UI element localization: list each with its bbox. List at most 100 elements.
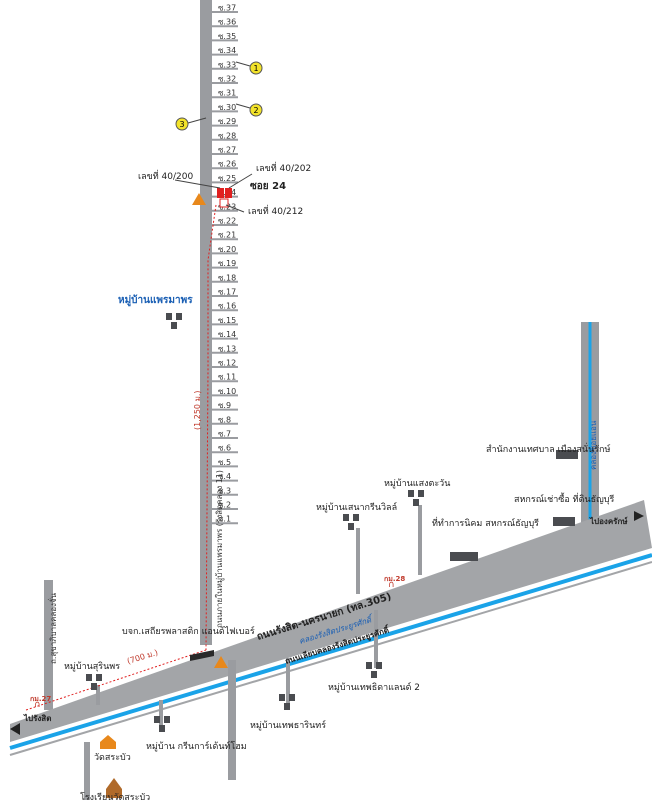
junction-icon: [214, 656, 228, 668]
svg-text:1: 1: [253, 64, 258, 73]
marker-2: 2: [235, 103, 263, 117]
plot-label-40-202: เลขที่ 40/202: [256, 161, 311, 174]
soi-label: ซ.33: [218, 60, 236, 69]
km27-label: กม.27: [30, 695, 51, 703]
soi-label: ซ.2: [218, 501, 231, 510]
soi-label: ซ.36: [218, 18, 236, 27]
building-icon: [343, 514, 359, 530]
svg-text:2: 2: [253, 106, 258, 115]
building-icon: [279, 694, 295, 710]
plot-label-40-212: เลขที่ 40/212: [248, 204, 303, 217]
soi-labels: ซ.37 ซ.36 ซ.35 ซ.34 ซ.33 ซ.32 ซ.31 ซ.30 ซ.29 ซ.28…: [218, 4, 236, 524]
right-canal-label: คลองซอยแอน: [589, 420, 598, 470]
soi-label: ซ.37: [218, 4, 236, 13]
office-icon: [553, 517, 575, 526]
soi-label: ซ.17: [218, 288, 236, 297]
soi-label: ซ.22: [218, 217, 236, 226]
soi-label: ซ.1: [218, 515, 231, 524]
soi-label: ซ.31: [218, 89, 236, 98]
plot-40-212: [219, 198, 229, 208]
nikom-label: ที่ทำการนิคม สหกรณ์ธัญบุรี: [432, 516, 539, 529]
warning-icon: [192, 193, 206, 205]
soi-label: ซ.7: [218, 430, 231, 439]
building-icon: [166, 313, 182, 329]
arrow-left-icon: [10, 723, 20, 735]
soi-label: ซ.26: [218, 160, 236, 169]
km27-icon: ∩: [34, 700, 41, 710]
senagreen-label: หมู่บ้านเสนากรีนวิลล์: [316, 501, 397, 513]
soi-lines: [212, 11, 238, 525]
km28-icon: ∩: [388, 580, 395, 590]
road-stub-1: [228, 660, 236, 780]
greengarden-label: หมู่บ้าน กรีนการ์เด้นท์โฮม: [146, 740, 247, 752]
vertical-road-label: ถนนภายในหมู่บ้านแพรมาพร (รังสิตคลอง 11): [215, 470, 225, 628]
pole-thepsitaland: [374, 610, 378, 668]
soi-label: ซ.14: [218, 330, 236, 339]
plot-40-202: [225, 188, 232, 198]
plot-40-200: [217, 188, 224, 198]
soi-label: ซ.20: [218, 245, 236, 254]
road-stub-2: [84, 742, 90, 800]
soi-label: ซ.16: [218, 302, 236, 311]
soi-label: ซ.34: [218, 46, 236, 55]
factory-icon: [190, 650, 214, 661]
temple-icon: [100, 735, 116, 749]
thesaban-label: สำนักงานเทศบาล เมืองสนั่นรักษ์: [486, 442, 611, 455]
soi-label: ซ.28: [218, 131, 236, 140]
building-icon: [408, 490, 424, 506]
building-icon: [86, 674, 102, 690]
left-vertical-road: [44, 580, 53, 710]
soi-label: ซ.11: [218, 373, 236, 382]
soi-label: ซ.3: [218, 486, 231, 495]
soi-label: ซ.9: [218, 401, 231, 410]
office-icon: [556, 450, 578, 459]
soi-label: ซ.10: [218, 387, 236, 396]
soi-label: ซ.18: [218, 273, 236, 282]
pole-senagreen: [356, 528, 360, 594]
arrow-right-icon: [634, 511, 644, 521]
marker-1: 1: [235, 61, 263, 75]
soi-label: ซ.12: [218, 359, 236, 368]
soi-label: ซ.4: [218, 472, 231, 481]
left-vertical-label: ถ.สุขาภิบาลคลองจั่น: [47, 592, 58, 664]
sanghawan-label: หมู่บ้านแสงตะวัน: [384, 478, 450, 489]
route-dotted: [205, 204, 217, 651]
junction-distance-label: (700 ม.): [126, 648, 159, 666]
soi-label: ซ.30: [218, 103, 236, 112]
soi-label: ซ.29: [218, 117, 236, 126]
school-icon: [106, 778, 122, 798]
soi-label: ซ.19: [218, 259, 236, 268]
soi-label: ซ.13: [218, 344, 236, 353]
to-rangsit-label: ไปรังสิต: [23, 713, 51, 723]
factory-label: บจก.เสถียรพลาสติก แอนด์ไฟเบอร์: [122, 625, 255, 637]
km28-label: กม.28: [384, 575, 405, 583]
soi-label: ซ.35: [218, 32, 236, 41]
building-icon: [366, 662, 382, 678]
main-highway: [9, 500, 652, 756]
soi-label: ซ.21: [218, 231, 236, 240]
pole-greengarden: [159, 700, 163, 730]
pole-thepthani: [286, 658, 290, 708]
wat-label: วัดสระบัว: [94, 753, 131, 763]
marker-3: 3: [175, 117, 207, 131]
svg-text:3: 3: [179, 120, 184, 129]
soi-label: ซ.8: [218, 415, 231, 424]
thepsitaland-label: หมู่บ้านเทพธิดาแลนด์ 2: [328, 681, 420, 693]
plot-label-40-200: เลขที่ 40/200: [138, 169, 193, 182]
right-canal: [581, 322, 599, 552]
soi-label: ซ.5: [218, 458, 231, 467]
soi-label: ซ.6: [218, 444, 231, 453]
sahakorn-label: สหกรณ์เช่าซื้อ ที่ดินธัญบุรี: [514, 492, 614, 505]
school-label: โรงเรียนวัดสระบัว: [80, 792, 150, 800]
pole-sanghawan: [418, 505, 422, 575]
building-icon: [154, 716, 170, 732]
soi-label: ซ.32: [218, 75, 236, 84]
soi-label: ซ.27: [218, 146, 236, 155]
surinporn-label: หมู่บ้านสุรินพร: [64, 661, 120, 672]
pole-surinporn: [96, 685, 100, 705]
office-icon: [450, 552, 478, 561]
vertical-road: [200, 0, 212, 645]
soi-24-label: ซอย 24: [250, 181, 286, 192]
village-main-label: หมู่บ้านแพรมาพร: [118, 294, 193, 307]
